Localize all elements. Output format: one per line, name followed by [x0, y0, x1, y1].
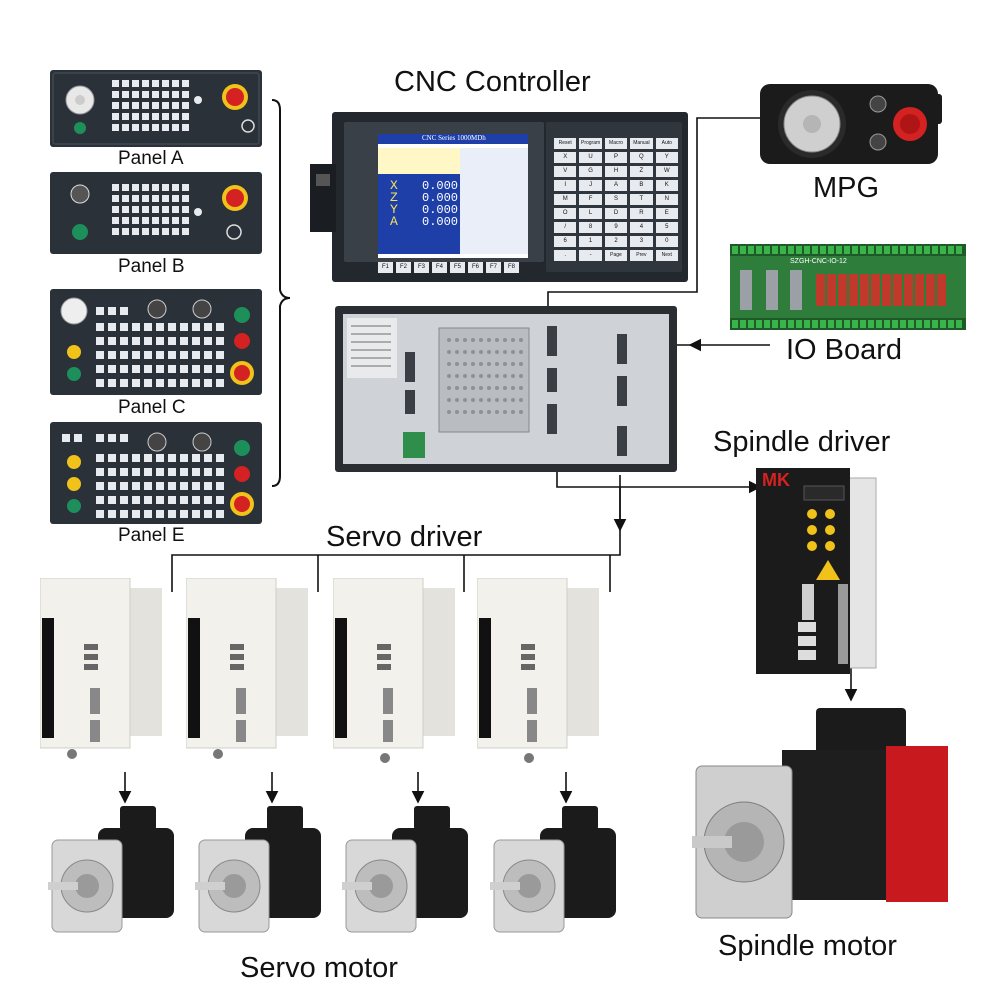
function-key[interactable]: F7 [486, 262, 501, 273]
keypad-key[interactable]: Reset [554, 138, 577, 149]
spindle-driver-label: Spindle driver [713, 426, 891, 458]
keypad-key[interactable]: E [655, 208, 678, 219]
keypad-key[interactable]: Q [630, 152, 653, 163]
panel-e [50, 422, 262, 524]
axis-label: Z [390, 190, 398, 205]
keypad-key[interactable]: M [554, 194, 577, 205]
panel-bracket [271, 99, 291, 487]
spindle-motor [692, 708, 948, 919]
axis-value: 0.000 [422, 179, 459, 193]
keypad-key[interactable]: R [630, 208, 653, 219]
function-key[interactable]: F5 [450, 262, 465, 273]
keypad-key[interactable]: S [604, 194, 628, 205]
axis-value: 0.000 [422, 203, 459, 217]
keypad-key[interactable]: V [554, 166, 577, 177]
keypad-key[interactable]: Auto [655, 138, 678, 149]
servo-driver-2 [186, 578, 308, 759]
servo-motor-2 [195, 806, 321, 933]
io-board [730, 244, 966, 330]
keypad-key[interactable]: 6 [554, 236, 577, 247]
keypad-key[interactable]: O [554, 208, 577, 219]
spindle-driver-wire [556, 470, 762, 494]
keypad-key[interactable]: F [579, 194, 602, 205]
cnc-controller-front: CNC Series 1000MDh X Z Y A 0.000 0.000 0… [310, 112, 688, 284]
controller-screen-header: CNC Series 1000MDh [422, 134, 486, 142]
keypad-key[interactable]: Manual [630, 138, 653, 149]
cnc-controller-back [335, 306, 677, 472]
io-board-model: SZGH-CNC-IO-12 [790, 258, 847, 265]
keypad-key[interactable]: Page [604, 250, 628, 261]
axis-value: 0.000 [422, 215, 459, 229]
keypad-key[interactable]: . [554, 250, 577, 261]
panel-c-label: Panel C [118, 397, 186, 418]
keypad-key[interactable]: I [554, 180, 577, 191]
keypad-key[interactable]: Program [579, 138, 602, 149]
keypad-key[interactable]: Z [630, 166, 653, 177]
function-key[interactable]: F3 [414, 262, 429, 273]
spindle-motor-label: Spindle motor [718, 930, 897, 962]
keypad-key[interactable]: L [579, 208, 602, 219]
mpg-label: MPG [813, 172, 880, 204]
function-key[interactable]: F8 [504, 262, 519, 273]
function-key[interactable]: F1 [378, 262, 393, 273]
keypad-key[interactable]: G [579, 166, 602, 177]
keypad-key[interactable]: P [604, 152, 628, 163]
keypad-key[interactable]: Macro [604, 138, 628, 149]
keypad-key[interactable]: Y [655, 152, 678, 163]
axis-label: X [390, 178, 398, 193]
axis-value: 0.000 [422, 191, 459, 205]
servo-driver-4 [477, 578, 599, 763]
keypad-key[interactable]: D [604, 208, 628, 219]
keypad-key[interactable]: J [579, 180, 602, 191]
panel-c [50, 289, 262, 395]
servo-driver-1 [40, 578, 162, 759]
keypad-key[interactable]: B [630, 180, 653, 191]
keypad-key[interactable]: 5 [655, 222, 678, 233]
keypad-key[interactable]: 9 [604, 222, 628, 233]
function-key[interactable]: F6 [468, 262, 483, 273]
keypad-key[interactable]: H [604, 166, 628, 177]
keypad-key[interactable]: U [579, 152, 602, 163]
keypad-key[interactable]: 8 [579, 222, 602, 233]
servo-driver-label: Servo driver [326, 521, 483, 553]
panel-b [50, 172, 262, 254]
keypad-key[interactable]: - [579, 250, 602, 261]
io-board-label: IO Board [786, 334, 903, 366]
panel-a [50, 70, 262, 147]
keypad-key[interactable]: 4 [630, 222, 653, 233]
keypad-key[interactable]: W [655, 166, 678, 177]
axis-label: A [390, 214, 398, 229]
keypad-key[interactable]: / [554, 222, 577, 233]
controller-keypad: Reset Program Macro Manual Auto X U P Q … [554, 138, 678, 261]
keypad-key[interactable]: Next [655, 250, 678, 261]
keypad-key[interactable]: 3 [630, 236, 653, 247]
spindle-driver-brand: MK [762, 470, 790, 490]
keypad-key[interactable]: K [655, 180, 678, 191]
keypad-key[interactable]: N [655, 194, 678, 205]
keypad-key[interactable]: A [604, 180, 628, 191]
servo-motor-4 [490, 806, 616, 933]
keypad-key[interactable]: 2 [604, 236, 628, 247]
spindle-driver [756, 468, 877, 674]
keypad-key[interactable]: T [630, 194, 653, 205]
servo-motor-1 [48, 806, 174, 933]
panel-b-label: Panel B [118, 256, 185, 277]
servo-driver-3 [333, 578, 455, 763]
keypad-key[interactable]: 1 [579, 236, 602, 247]
panel-e-label: Panel E [118, 525, 185, 546]
servo-motor-3 [342, 806, 468, 933]
panel-a-label: Panel A [118, 148, 184, 169]
keypad-key[interactable]: X [554, 152, 577, 163]
axis-label: Y [390, 202, 398, 217]
function-key[interactable]: F2 [396, 262, 411, 273]
keypad-key[interactable]: 0 [655, 236, 678, 247]
mpg-handwheel [760, 84, 942, 164]
keypad-key[interactable]: Prev [630, 250, 653, 261]
cnc-controller-title: CNC Controller [394, 66, 591, 98]
function-key[interactable]: F4 [432, 262, 447, 273]
servo-motor-label: Servo motor [240, 952, 398, 984]
